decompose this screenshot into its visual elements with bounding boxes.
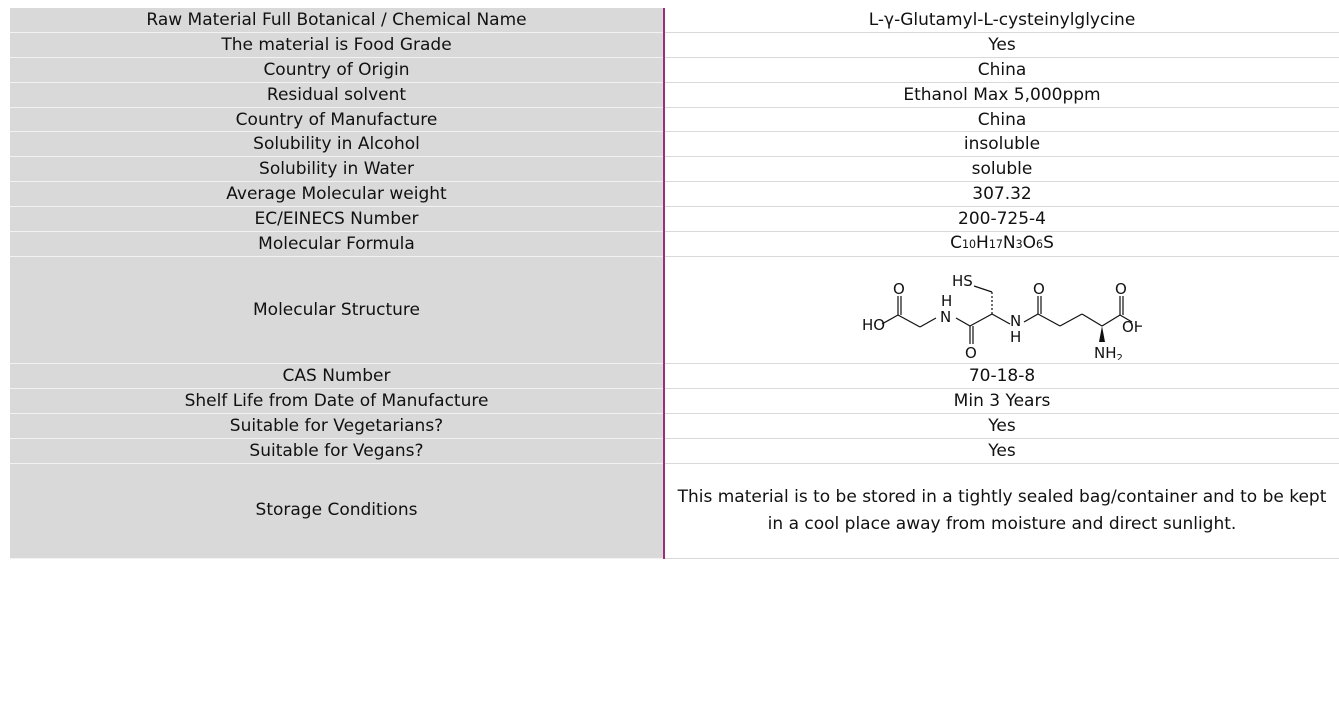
row-value: 70-18-8 [664, 363, 1339, 389]
table-row: Molecular Formula C10H17N3O6S [10, 231, 1339, 258]
table-row: Molecular Structure [10, 256, 1339, 365]
row-value: Ethanol Max 5,000ppm [664, 82, 1339, 108]
molecular-structure-diagram: HO O H N O HS N H O O OH NH2 [862, 272, 1142, 360]
atom-label-n: N [1010, 312, 1021, 330]
row-value: insoluble [664, 131, 1339, 158]
row-label: Solubility in Water [10, 156, 665, 183]
structure-bonds [881, 285, 1133, 345]
row-value: 307.32 [664, 181, 1339, 208]
formula-count: 3 [1015, 238, 1023, 252]
row-value: China [664, 57, 1339, 83]
atom-label-h: H [1010, 328, 1021, 346]
table-row: Suitable for Vegans? Yes [10, 438, 1339, 464]
table-row: Country of Manufacture China [10, 107, 1339, 133]
molecular-structure-cell: HO O H N O HS N H O O OH NH2 [664, 256, 1339, 365]
row-value: L-γ-Glutamyl-L-cysteinylglycine [664, 8, 1339, 33]
row-label: Residual solvent [10, 82, 665, 108]
row-label: Average Molecular weight [10, 181, 665, 208]
formula-element: N [1002, 233, 1016, 254]
row-label: Storage Conditions [10, 463, 665, 559]
specification-table: Raw Material Full Botanical / Chemical N… [10, 8, 1339, 559]
row-label: Raw Material Full Botanical / Chemical N… [10, 8, 665, 33]
table-row: Storage Conditions This material is to b… [10, 463, 1339, 559]
table-row: Raw Material Full Botanical / Chemical N… [10, 8, 1339, 33]
row-label: Country of Manufacture [10, 107, 665, 133]
atom-label-ho: HO [862, 316, 885, 334]
atom-label-o: O [1115, 280, 1127, 298]
table-row: EC/EINECS Number 200-725-4 [10, 206, 1339, 233]
structure-atom-labels: HO O H N O HS N H O O OH NH2 [862, 272, 1142, 360]
table-row: CAS Number 70-18-8 [10, 363, 1339, 389]
formula-element: C [950, 233, 962, 254]
atom-label-h: H [941, 292, 952, 310]
table-row: Suitable for Vegetarians? Yes [10, 413, 1339, 439]
table-row: The material is Food Grade Yes [10, 32, 1339, 58]
row-label: The material is Food Grade [10, 32, 665, 58]
molecular-formula: C10H17N3O6S [664, 231, 1339, 258]
row-value: soluble [664, 156, 1339, 183]
formula-element: H [976, 233, 989, 254]
atom-label-o: O [893, 280, 905, 298]
row-label: Molecular Structure [10, 256, 665, 365]
row-value: Min 3 Years [664, 388, 1339, 414]
stereo-wedge [1099, 326, 1105, 343]
row-value: Yes [664, 413, 1339, 439]
table-row: Shelf Life from Date of Manufacture Min … [10, 388, 1339, 414]
atom-label-o: O [1033, 280, 1045, 298]
formula-element: S [1043, 233, 1054, 254]
row-value: This material is to be stored in a tight… [664, 463, 1339, 559]
row-label: CAS Number [10, 363, 665, 389]
atom-label-o: O [965, 344, 977, 360]
row-label: Country of Origin [10, 57, 665, 83]
table-row: Residual solvent Ethanol Max 5,000ppm [10, 82, 1339, 108]
row-label: Shelf Life from Date of Manufacture [10, 388, 665, 414]
row-label: Suitable for Vegetarians? [10, 413, 665, 439]
formula-count: 6 [1036, 238, 1044, 252]
row-label: Solubility in Alcohol [10, 131, 665, 158]
row-value: China [664, 107, 1339, 133]
row-value: Yes [664, 438, 1339, 464]
atom-label-nh2: NH2 [1094, 344, 1123, 360]
table-row: Solubility in Alcohol insoluble [10, 131, 1339, 158]
atom-label-n: N [940, 308, 951, 326]
atom-label-nh: NH [1094, 344, 1117, 360]
formula-count: 10 [961, 238, 977, 252]
row-label: Molecular Formula [10, 231, 665, 258]
atom-label-oh: OH [1122, 318, 1142, 336]
row-value: Yes [664, 32, 1339, 58]
row-label: Suitable for Vegans? [10, 438, 665, 464]
table-row: Average Molecular weight 307.32 [10, 181, 1339, 208]
atom-label-hs: HS [952, 272, 973, 290]
formula-count: 17 [988, 238, 1003, 252]
atom-label-subscript: 2 [1117, 353, 1123, 360]
table-row: Country of Origin China [10, 57, 1339, 83]
table-row: Solubility in Water soluble [10, 156, 1339, 183]
row-label: EC/EINECS Number [10, 206, 665, 233]
row-value: 200-725-4 [664, 206, 1339, 233]
formula-element: O [1022, 233, 1037, 254]
